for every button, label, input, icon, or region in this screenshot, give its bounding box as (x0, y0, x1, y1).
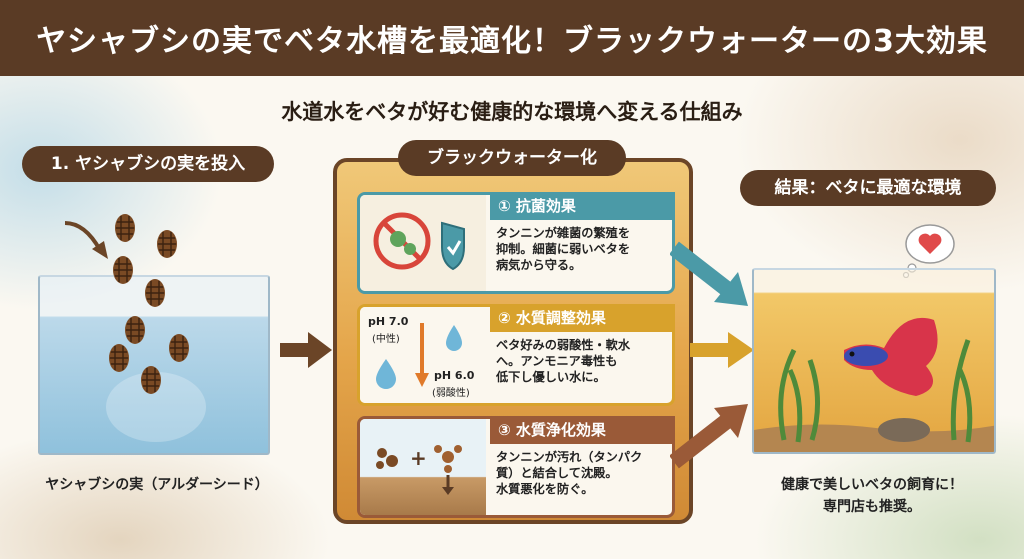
ph-neutral-label: pH 7.0 (368, 315, 409, 328)
step1-caption: ヤシャブシの実（アルダーシード） (45, 477, 269, 493)
result-caption-line1: 健康で美しいベタの飼育に！ (781, 477, 963, 493)
result-caption-line2: 専門店も推奨。 (823, 499, 921, 515)
page-subtitle: 水道水をベタが好む健康的な環境へ変える仕組み (281, 100, 743, 124)
page-header: ヤシャブシの実でベタ水槽を最適化！ブラックウォーターの3大効果 (0, 0, 1024, 76)
blackwater-label: ブラックウォーター化 (398, 140, 626, 176)
effect-card-water-quality: pH 7.0 (中性) pH 6.0 (弱酸性) ② 水質調整効果 ベタ好みの弱… (357, 304, 675, 406)
betta-fish-icon (754, 317, 994, 452)
ph-illustration (360, 307, 486, 403)
seeds-in-water-icon (106, 372, 206, 442)
card-title-antibacterial: ① 抗菌効果 (490, 192, 675, 220)
card-text-water-quality: ベタ好みの弱酸性・軟水 へ。アンモニア毒性も 低下し優しい水に。 (496, 338, 631, 384)
card-text-purification: タンニンが汚れ（タンパク 質）と結合して沈殿。 水質悪化を防ぐ。 (496, 450, 643, 496)
result-tank (752, 268, 996, 454)
ph-acidic-label: pH 6.0 (434, 369, 475, 382)
curved-arrow-icon (64, 221, 108, 259)
page-title: ヤシャブシの実でベタ水槽を最適化！ブラックウォーターの3大効果 (36, 24, 988, 59)
card-text-antibacterial: タンニンが雑菌の繁殖を 抑制。細菌に弱いベタを 病気から守る。 (496, 226, 631, 272)
arrow-water-quality-icon (690, 332, 754, 368)
step1-label: 1. ヤシャブシの実を投入 (22, 146, 274, 182)
effect-card-antibacterial: ① 抗菌効果 タンニンが雑菌の繁殖を 抑制。細菌に弱いベタを 病気から守る。 (357, 192, 675, 294)
arrow-antibacterial-icon (670, 241, 748, 306)
result-label: 結果：ベタに最適な環境 (740, 170, 996, 206)
blackwater-panel: ① 抗菌効果 タンニンが雑菌の繁殖を 抑制。細菌に弱いベタを 病気から守る。 p… (333, 158, 693, 524)
alder-seed-icons (108, 213, 190, 395)
antibacterial-illustration (360, 195, 486, 291)
effect-card-purification: + ③ 水質浄化効果 タンニンが汚れ（タンパク 質）と結合して沈殿。 水質悪化を… (357, 416, 675, 518)
result-caption: 健康で美しいベタの飼育に！ 専門店も推奨。 (742, 474, 1002, 518)
card-title-water-quality: ② 水質調整効果 (490, 304, 675, 332)
ph-acidic-sublabel: (弱酸性) (432, 388, 470, 399)
card-title-purification: ③ 水質浄化効果 (490, 416, 675, 444)
ph-neutral-sublabel: (中性) (372, 334, 400, 345)
arrow-purification-icon (670, 404, 748, 469)
arrow-right-icon (280, 332, 332, 368)
svg-text:+: + (410, 446, 427, 470)
purification-illustration: + (360, 419, 486, 515)
heart-bubble-icon (902, 224, 955, 278)
